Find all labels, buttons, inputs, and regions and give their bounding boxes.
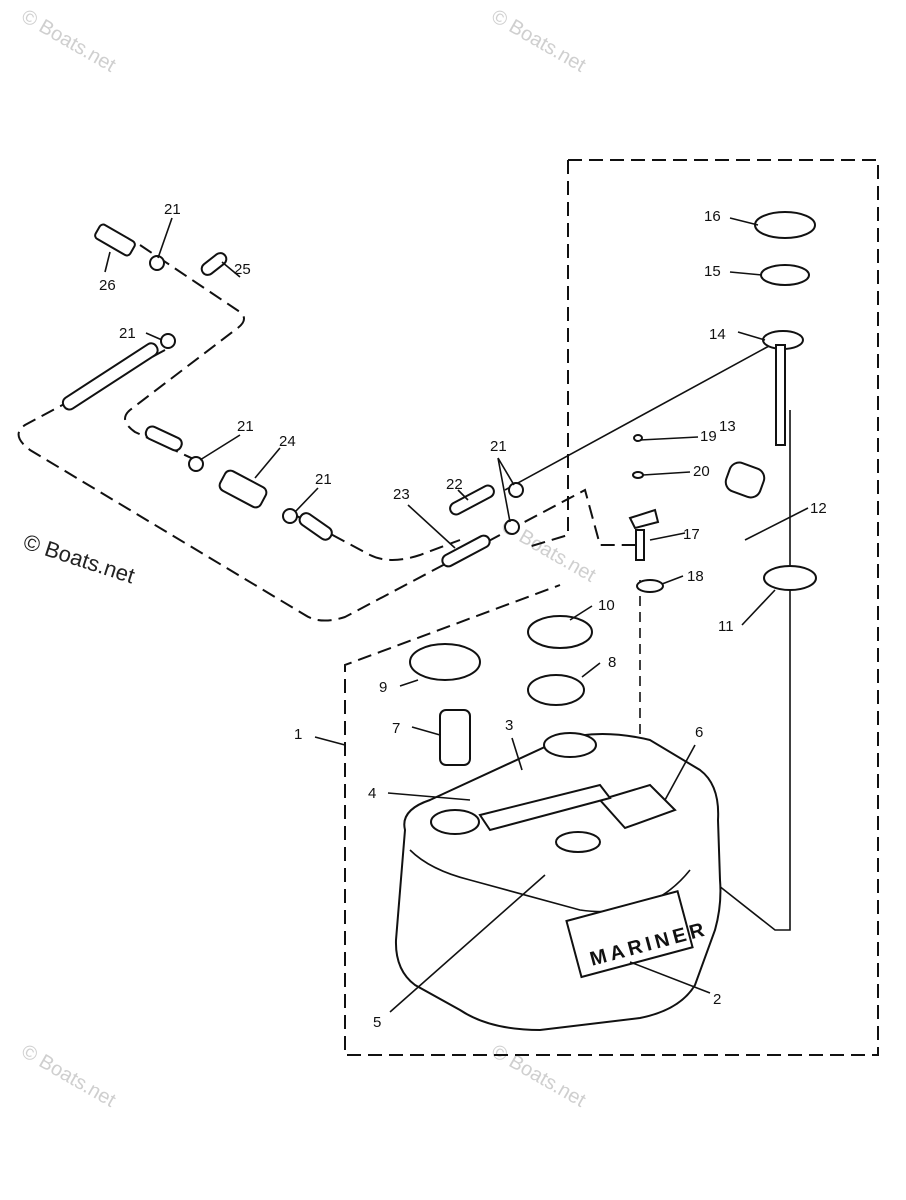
- primer-bulb-24: [218, 469, 268, 509]
- filter-7: [439, 709, 471, 766]
- callout-25: 25: [234, 261, 251, 278]
- callout-8: 8: [608, 654, 616, 671]
- callout-17: 17: [683, 526, 700, 543]
- watermark: © Boats.net: [18, 1040, 120, 1112]
- callout-10: 10: [598, 597, 615, 614]
- callout-18: 18: [687, 568, 704, 585]
- callout-15: 15: [704, 263, 721, 280]
- connector-26: [94, 223, 136, 257]
- callout-1: 1: [294, 726, 302, 743]
- caps: [409, 615, 593, 766]
- watermark: © Boats.net: [20, 529, 137, 588]
- mariner-label: [565, 890, 694, 979]
- callout-9: 9: [379, 679, 387, 696]
- assembly-boundary: [344, 159, 879, 1056]
- callout-13: 13: [719, 418, 736, 435]
- watermark: © Boats.net: [488, 5, 590, 77]
- callout-19: 19: [700, 428, 717, 445]
- callout-6: 6: [695, 724, 703, 741]
- connector-parts: [94, 223, 524, 535]
- callout-12: 12: [810, 500, 827, 517]
- watermark: © Boats.net: [18, 5, 120, 77]
- callout-4: 4: [368, 785, 376, 802]
- leader-lines: [104, 217, 809, 1013]
- fuel-tank: MARINER: [394, 732, 722, 1032]
- gauge-assembly: [628, 211, 817, 593]
- vent-line: [504, 339, 781, 491]
- callout-26: 26: [99, 277, 116, 294]
- callout-21: 21: [315, 471, 332, 488]
- callout-16: 16: [704, 208, 721, 225]
- watermark: © Boats.net: [488, 1040, 590, 1112]
- callout-21: 21: [237, 418, 254, 435]
- callout-21: 21: [164, 201, 181, 218]
- callout-22: 22: [446, 476, 463, 493]
- callout-21: 21: [490, 438, 507, 455]
- callout-2: 2: [713, 991, 721, 1008]
- fuel-hose-line: [17, 244, 640, 622]
- hose-segments: [61, 252, 495, 568]
- callout-3: 3: [505, 717, 513, 734]
- callout-20: 20: [693, 463, 710, 480]
- callout-7: 7: [392, 720, 400, 737]
- callout-21: 21: [119, 325, 136, 342]
- callout-11: 11: [718, 618, 734, 635]
- callout-14: 14: [709, 326, 726, 343]
- callout-numbers: 16 15 14 13 19 20 21 22 23 17 18 12 11 1…: [99, 201, 827, 1031]
- callout-24: 24: [279, 433, 296, 450]
- callout-23: 23: [393, 486, 410, 503]
- callout-5: 5: [373, 1014, 381, 1031]
